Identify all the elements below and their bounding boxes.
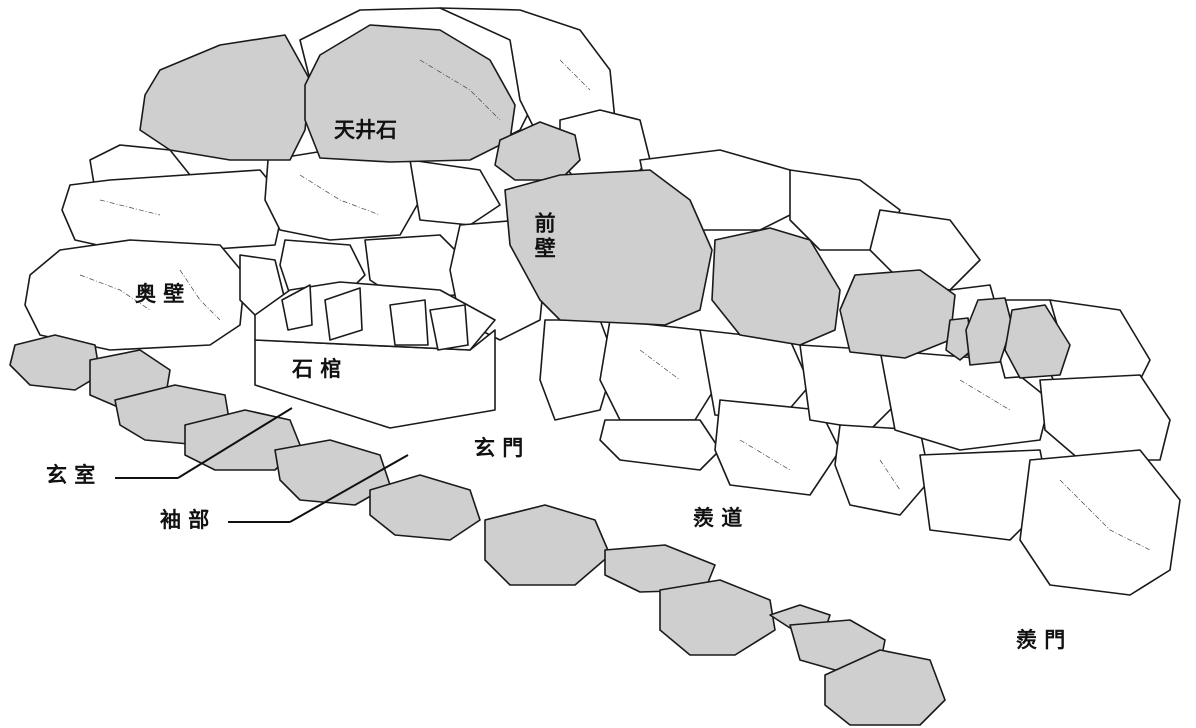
passage-label: 羨 道 xyxy=(693,506,743,530)
lid-knob xyxy=(389,299,429,346)
floor-stone xyxy=(824,649,946,726)
leader-line-sleeve xyxy=(289,454,409,523)
entrance-stone xyxy=(1019,449,1181,596)
front-wall-stones xyxy=(504,169,1071,379)
front-wall-label: 前壁 xyxy=(532,212,557,262)
front-wall-stone xyxy=(839,269,956,359)
lid-knob xyxy=(324,287,363,341)
wall-stone xyxy=(599,419,721,471)
wall-stone xyxy=(61,169,286,251)
floor-stone xyxy=(9,334,101,391)
leader-lines xyxy=(115,407,409,523)
wall-stone xyxy=(1039,374,1171,461)
wall-stone xyxy=(834,424,931,516)
ceiling-stone xyxy=(494,121,581,181)
floor-stone xyxy=(659,579,776,656)
lid-knob xyxy=(429,304,469,351)
back-wall-label: 奥 壁 xyxy=(135,282,185,306)
front-wall-stone xyxy=(1004,304,1071,379)
sleeve-label: 袖 部 xyxy=(160,508,210,532)
wall-stone xyxy=(264,149,421,241)
sarcophagus-label: 石 棺 xyxy=(292,357,342,381)
wall-stone xyxy=(409,159,501,226)
ceiling-stone xyxy=(139,34,311,161)
front-wall-stone xyxy=(945,317,973,361)
front-wall-stone xyxy=(711,227,841,346)
entrance-label: 羨 門 xyxy=(1016,628,1066,652)
ceiling-stones xyxy=(139,24,581,181)
stone-texture xyxy=(79,59,1151,551)
back-wall-stone xyxy=(24,239,246,351)
sarcophagus-drawing xyxy=(254,281,496,429)
leader-line-chamber xyxy=(177,407,293,479)
ceiling-stone-main xyxy=(304,24,516,163)
burial-chamber-label: 玄 室 xyxy=(46,463,96,487)
front-wall-main-stone xyxy=(504,169,713,326)
ceiling-stone-label: 天井石 xyxy=(334,118,397,142)
lid-knob xyxy=(281,284,313,331)
floor-stone xyxy=(484,504,611,586)
floor-stone xyxy=(369,474,481,541)
front-wall-stone xyxy=(965,297,1013,366)
floor-stones xyxy=(9,334,946,726)
inner-gate-label: 玄 門 xyxy=(474,436,524,460)
